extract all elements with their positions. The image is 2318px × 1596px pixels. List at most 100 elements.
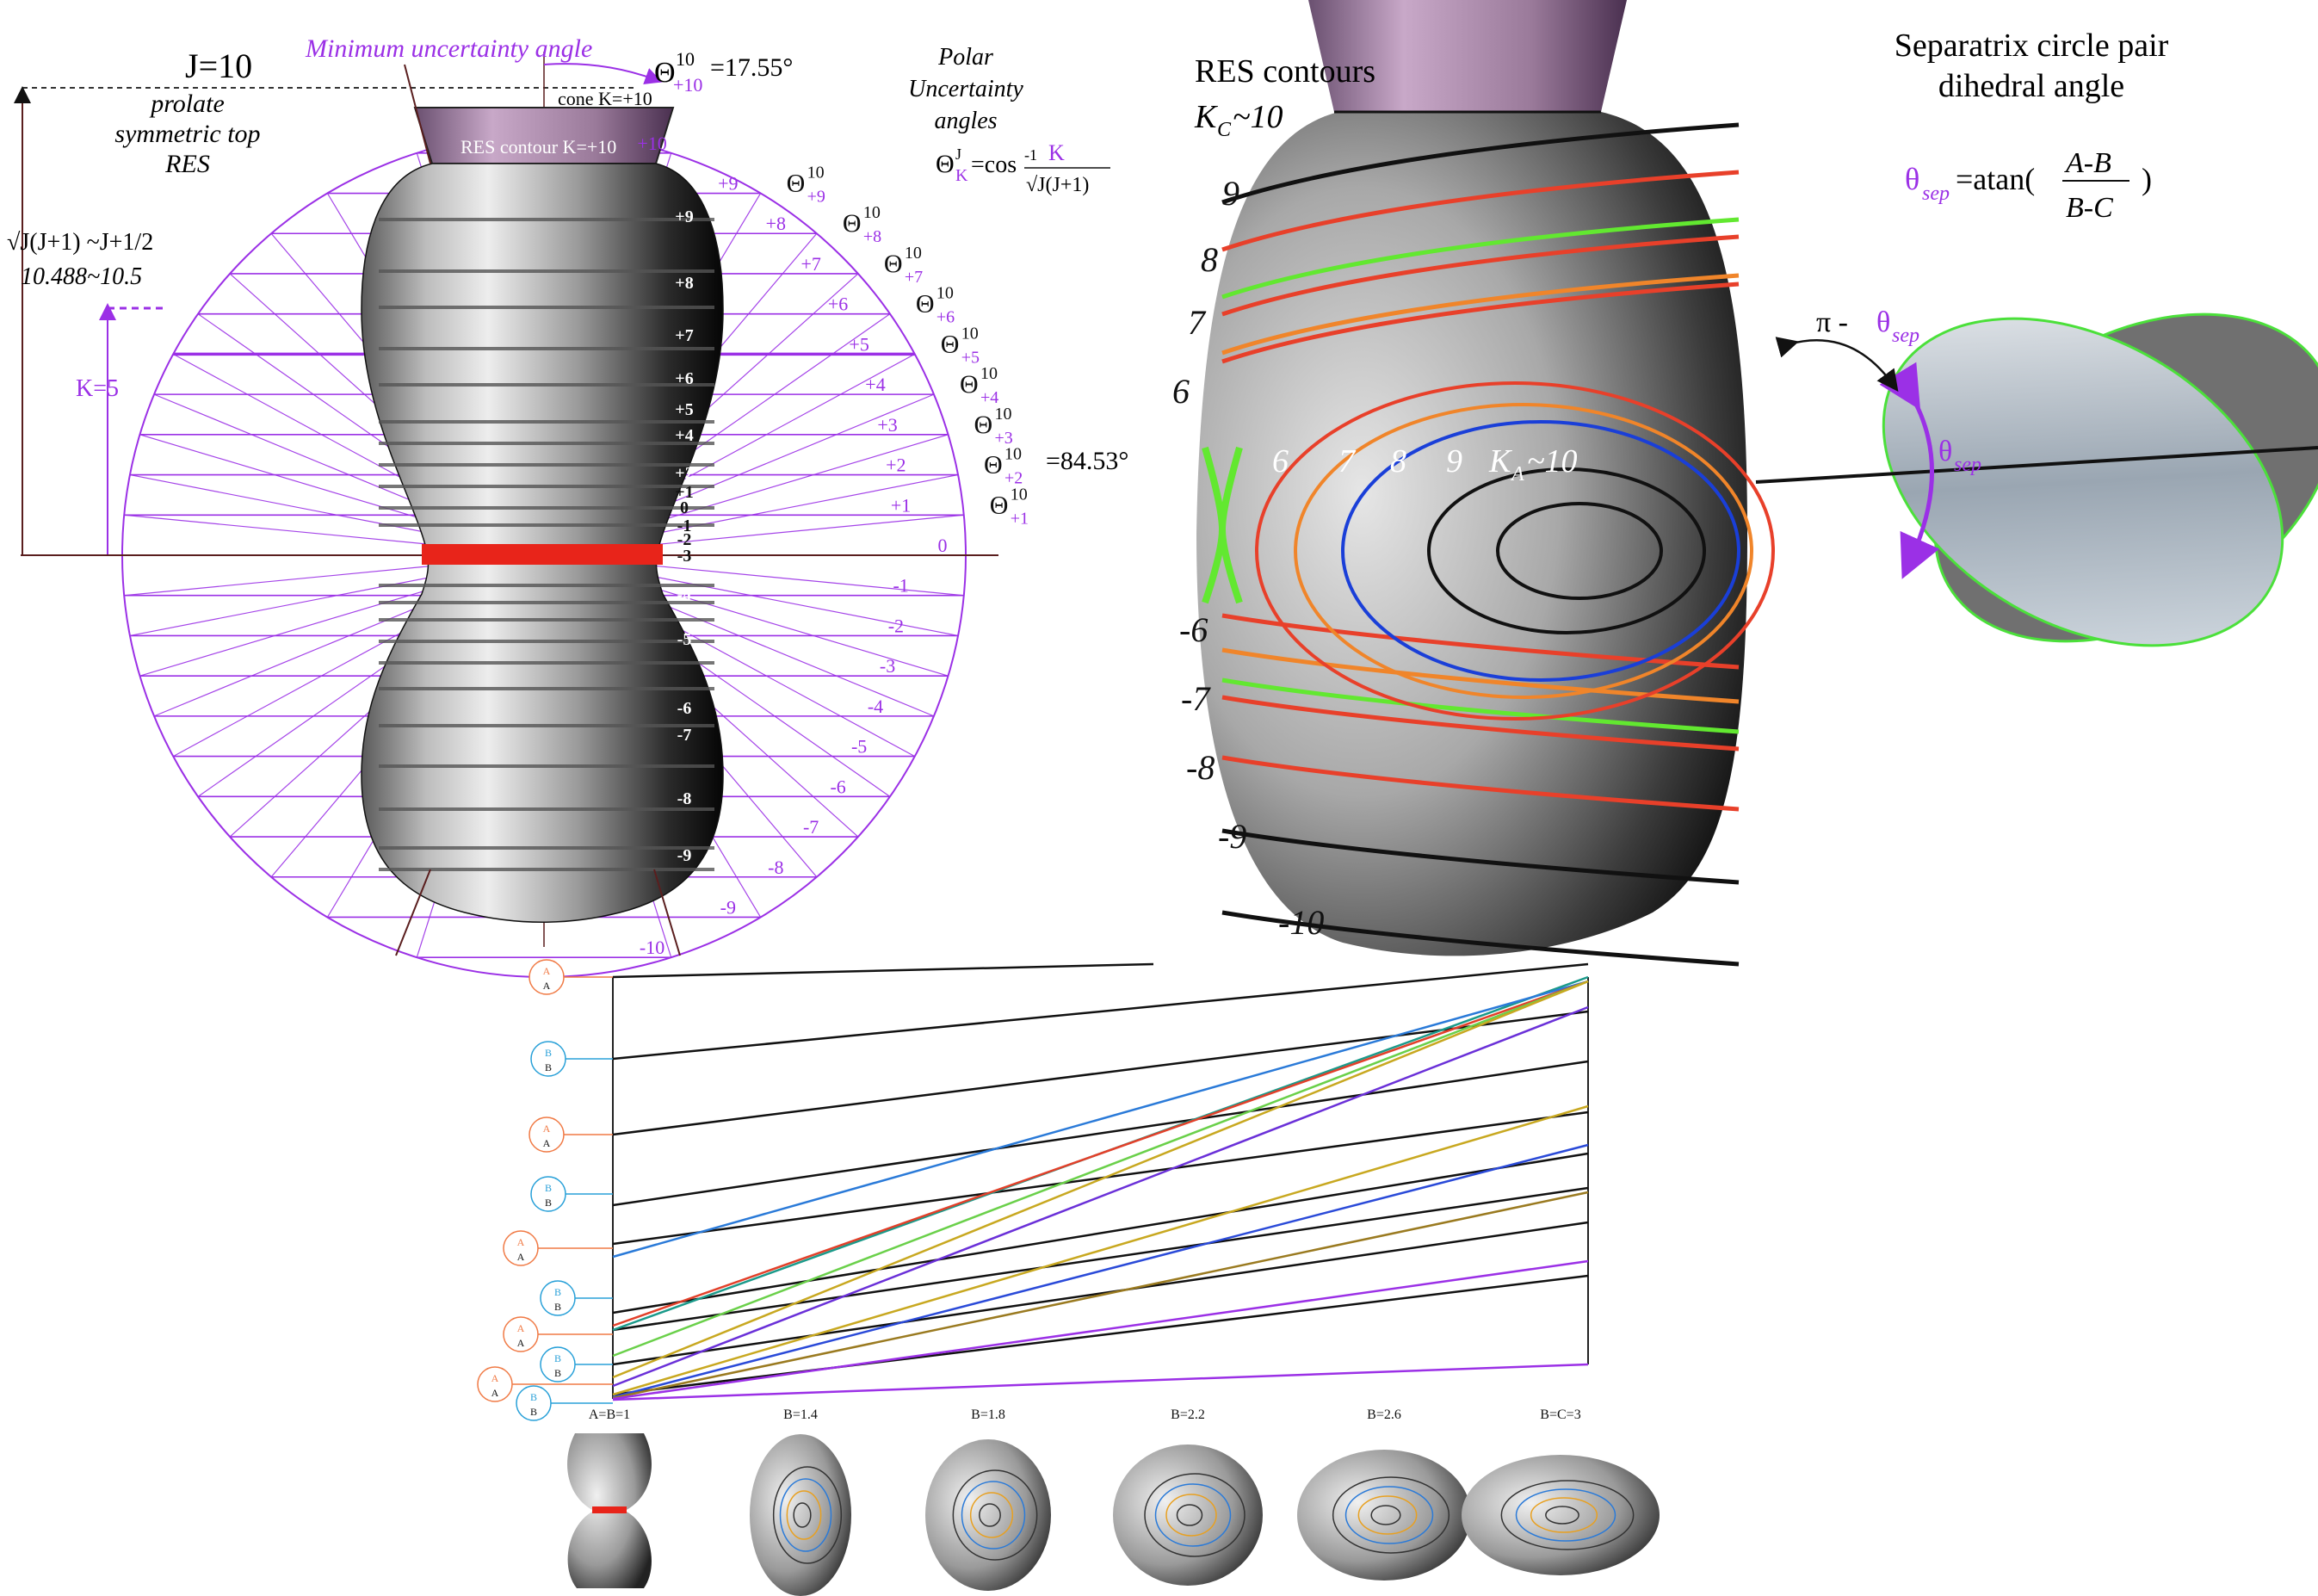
formula-sup: J <box>955 145 961 163</box>
symmetry-icon-top: A <box>517 1322 525 1334</box>
right-k-label: -1 <box>893 575 908 597</box>
mini-contour <box>1154 1483 1232 1547</box>
arrow-theta-sym: θ <box>1938 436 1952 467</box>
symmetry-icon-top: A <box>517 1236 525 1248</box>
body-k-labels: +9+8+7+6+5+4+2+10-1-2-3-4-5-6-7-8-9-10 <box>673 207 696 908</box>
egg-left-label: 9 <box>1222 174 1239 213</box>
egg-left-label: -9 <box>1218 817 1246 856</box>
ka-tail: ~10 <box>1527 443 1578 479</box>
mini-contour <box>969 1492 1014 1538</box>
symmetry-icon-top: B <box>545 1182 552 1194</box>
right-k-label: +2 <box>886 455 906 476</box>
theta-label-sym: Θ <box>974 411 993 439</box>
theta-top-sup: 10 <box>676 48 695 70</box>
egg-contour-bottom <box>1221 647 1740 704</box>
polar-line-1: Polar <box>937 44 993 71</box>
egg-contour-bottom <box>1221 695 1740 752</box>
right-k-label: +7 <box>800 253 820 275</box>
theta-label-sym: Θ <box>787 170 806 198</box>
egg-contour-top <box>1221 273 1740 356</box>
sep-theta-sym: θ <box>1905 162 1919 196</box>
theta-label-sub: +9 <box>807 188 825 207</box>
subtitle-line-2: symmetric top <box>114 120 260 148</box>
right-k-label: 0 <box>938 535 948 556</box>
symmetry-icon-top: A <box>543 1123 551 1135</box>
min-angle-arc <box>543 63 663 84</box>
correlation-lines <box>612 962 1589 1401</box>
body-bands <box>379 218 714 871</box>
egg-contour-bottom <box>1221 828 1740 885</box>
right-k-label: -10 <box>640 937 664 958</box>
egg-contour-loop <box>1496 502 1663 600</box>
right-k-label: -3 <box>880 655 895 677</box>
res-contour-label: RES contour K=+10 <box>461 136 616 158</box>
right-k-label: +5 <box>849 333 868 355</box>
theta-label-sym: Θ <box>884 250 903 278</box>
mini-contour <box>961 1481 1026 1550</box>
pi-minus-text: π - <box>1816 306 1848 338</box>
right-k-label: +4 <box>865 374 885 395</box>
theta-label-sup: 10 <box>905 244 922 263</box>
symmetry-icon-top: B <box>530 1391 537 1403</box>
theta-sep-arrow <box>1879 362 1940 579</box>
correlation-level-colored <box>612 980 1589 1327</box>
mini-contour <box>786 1490 822 1540</box>
egg-inner-label: 8 <box>1390 443 1406 479</box>
theta-label-sym: Θ <box>916 290 935 319</box>
theta-top-sym: Θ <box>654 57 676 89</box>
right-k-labels: +10+9+8+7+6+5+4+3+2+10-1-2-3-4-5-6-7-8-9… <box>637 133 947 958</box>
body-k-label: -6 <box>677 699 692 718</box>
symmetry-icon-bottom: A <box>543 980 551 992</box>
egg-contour-top <box>1221 234 1740 317</box>
res-egg <box>1196 112 1747 956</box>
title-j10: J=10 <box>185 46 252 85</box>
body-k-label: -8 <box>677 789 692 808</box>
body-k-label: -3 <box>677 547 692 566</box>
polar-line-2: Uncertainty <box>908 76 1023 102</box>
theta-bottom-val: =84.53° <box>1046 447 1128 475</box>
symmetry-icon-top: B <box>554 1352 561 1364</box>
correlation-level-colored <box>612 1005 1589 1388</box>
correlation-level-black <box>612 962 1589 1061</box>
mini-contour <box>1370 1505 1401 1525</box>
right-k-label: -7 <box>803 816 819 838</box>
res-contours-title: RES contours <box>1195 53 1375 90</box>
pi-minus-arrow <box>1775 337 1899 393</box>
right-k-label: +1 <box>891 494 911 516</box>
mini-contour <box>952 1469 1038 1561</box>
correlation-level-black <box>612 1186 1589 1332</box>
mini-contour <box>1545 1506 1579 1525</box>
egg-contours <box>1202 122 1775 967</box>
right-k-label: +3 <box>877 414 897 436</box>
egg-left-label: -6 <box>1179 610 1208 649</box>
egg-contour-bottom <box>1221 613 1740 670</box>
mini-label: B=1.4 <box>783 1407 818 1422</box>
theta-label-sup: 10 <box>807 164 825 182</box>
symmetry-icon-bottom: A <box>543 1137 551 1149</box>
symmetry-icon-top: B <box>545 1047 552 1059</box>
symmetry-icon-bottom: B <box>554 1367 561 1379</box>
mini-contour <box>1165 1494 1217 1537</box>
egg-contour-loop <box>1341 420 1740 682</box>
mini-label: A=B=1 <box>589 1407 630 1422</box>
egg-left-label: -8 <box>1186 748 1215 787</box>
cone-label: cone K=+10 <box>558 88 652 109</box>
body-k-label: +1 <box>675 483 693 502</box>
egg-left-label: 6 <box>1172 372 1190 411</box>
ka-main: K <box>1488 443 1512 479</box>
correlation-level-black <box>612 1010 1589 1136</box>
separatrix-axis <box>1755 446 2318 484</box>
formula-num: K <box>1048 140 1065 165</box>
correlation-level-colored <box>612 1363 1589 1401</box>
theta-top-sub: +10 <box>673 74 702 96</box>
leg-right <box>653 869 681 956</box>
body-k-label: 0 <box>680 498 689 517</box>
body-k-label: -1 <box>677 517 692 535</box>
norm-value: 10.488~10.5 <box>21 263 142 290</box>
body-k-label: +7 <box>675 326 693 345</box>
symmetry-icon-top: A <box>543 965 551 977</box>
egg-left-label: -7 <box>1181 679 1211 718</box>
